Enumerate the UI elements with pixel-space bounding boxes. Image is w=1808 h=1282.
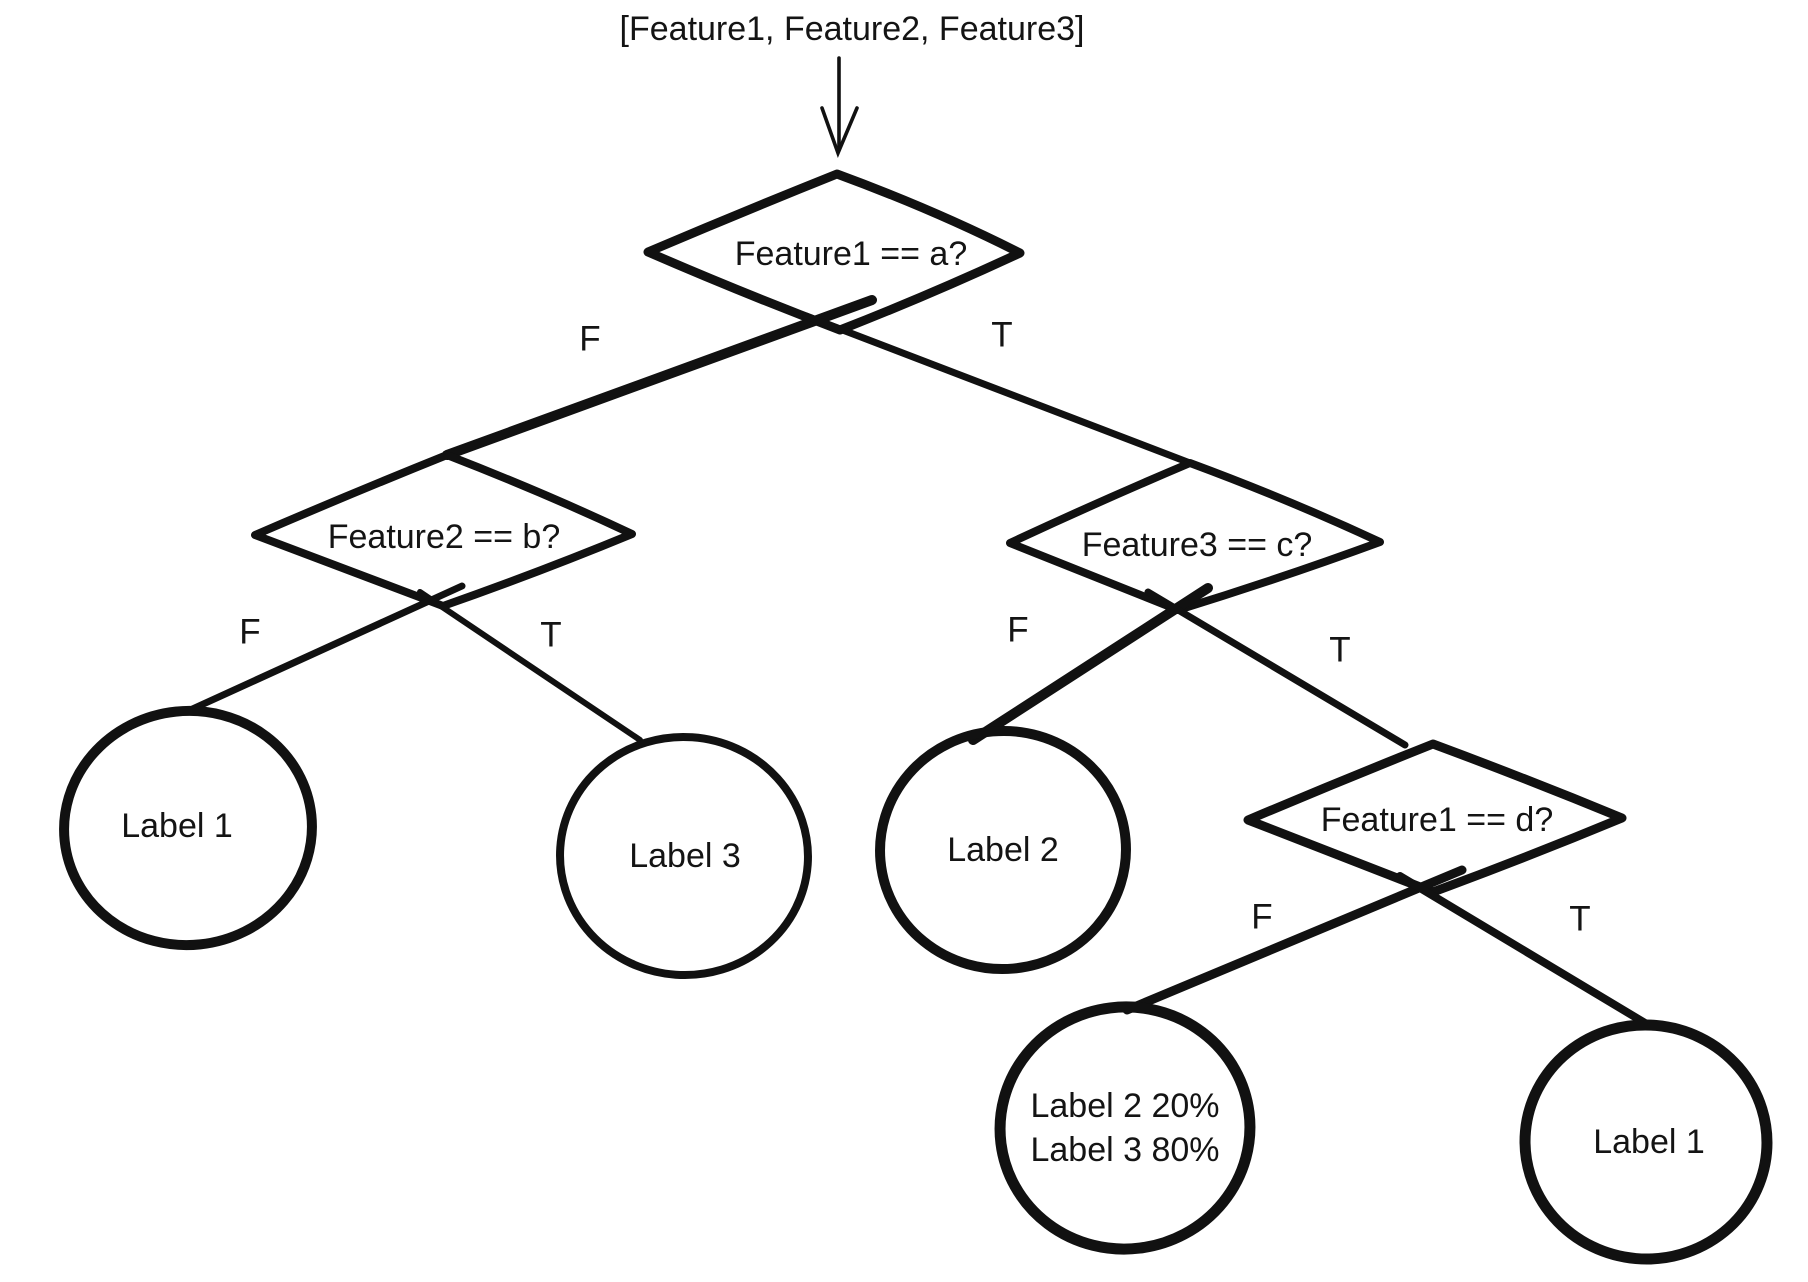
leaf-right-true-false-label-line1: Label 2 20% xyxy=(1030,1087,1219,1125)
edge-left-false-label: F xyxy=(239,613,260,652)
edge-root-false xyxy=(442,295,877,460)
leaf-right-true-false-label-line2: Label 3 80% xyxy=(1030,1131,1219,1169)
leaf-node-right-true-true xyxy=(1519,1019,1773,1265)
edge-right-false xyxy=(968,583,1213,745)
edge-right-true-true-label: T xyxy=(1569,900,1590,939)
edge-right-true xyxy=(1144,588,1409,749)
edge-right-true-false-label: F xyxy=(1251,898,1272,937)
edge-right-true-true xyxy=(1396,872,1654,1030)
leaf-node-right-false xyxy=(875,725,1131,975)
leaf-right-true-true-label: Label 1 xyxy=(1593,1123,1705,1161)
leaf-node-left-true xyxy=(556,732,812,980)
leaf-node-left-false xyxy=(59,705,317,951)
decision-node-right-condition: Feature3 == c? xyxy=(1082,526,1313,564)
input-vector-label: [Feature1, Feature2, Feature3] xyxy=(620,10,1085,48)
edge-right-true-label: T xyxy=(1329,631,1350,670)
edge-right-true-false xyxy=(1122,865,1467,1015)
edge-right-false-label: F xyxy=(1007,611,1028,650)
edge-root-true-label: T xyxy=(991,316,1012,355)
edge-root-false-label: F xyxy=(579,320,600,359)
decision-node-left-condition: Feature2 == b? xyxy=(328,518,561,556)
input-arrow-icon xyxy=(820,56,859,158)
decision-node-root-condition: Feature1 == a? xyxy=(735,235,968,273)
leaf-left-false-label: Label 1 xyxy=(121,807,233,845)
leaf-left-true-label: Label 3 xyxy=(629,837,741,875)
edge-left-true-label: T xyxy=(540,616,561,655)
edge-left-false xyxy=(184,582,466,715)
leaf-node-right-true-false xyxy=(994,1001,1256,1255)
arrow-head xyxy=(820,106,859,158)
edge-left-true xyxy=(417,589,643,743)
edge-root-true xyxy=(802,312,1194,467)
leaf-right-false-label: Label 2 xyxy=(947,831,1059,869)
decision-node-right-true-condition: Feature1 == d? xyxy=(1321,801,1554,839)
